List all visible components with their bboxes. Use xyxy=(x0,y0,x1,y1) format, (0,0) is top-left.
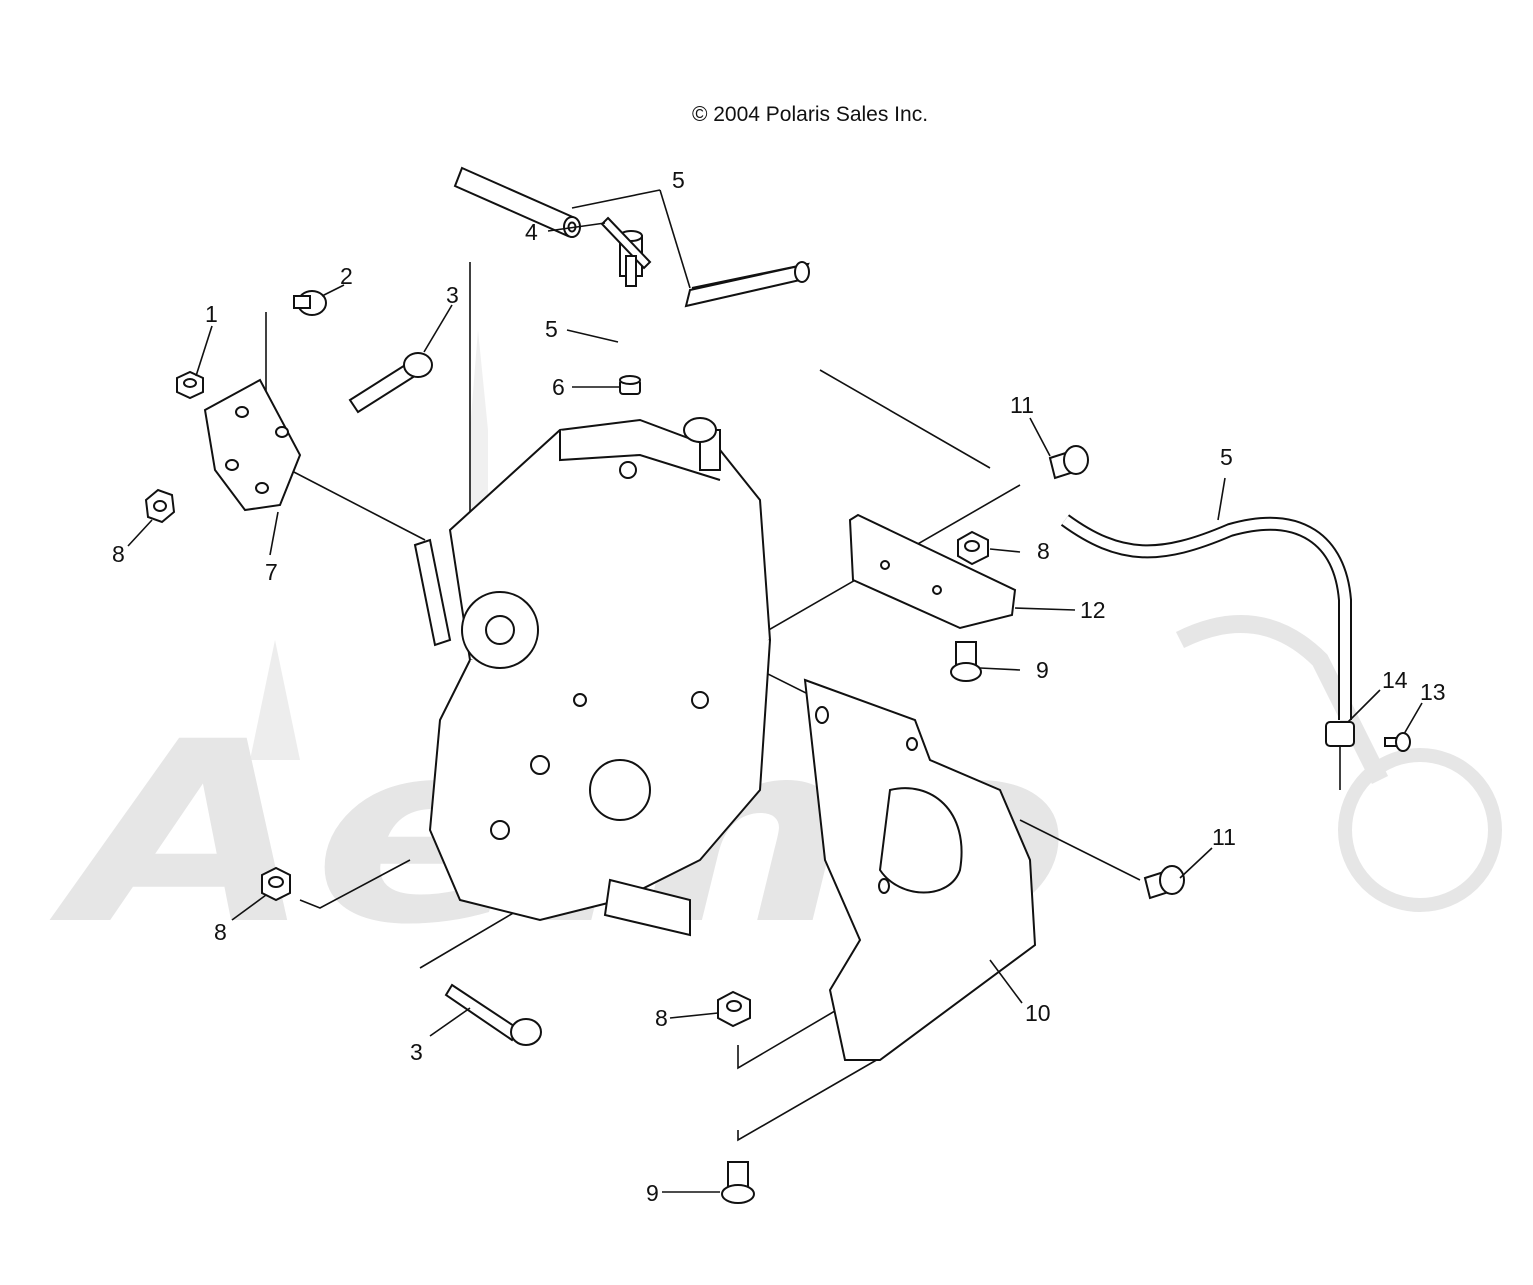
nut-8-bottom xyxy=(717,990,751,1028)
bolt-11-bottom xyxy=(1143,865,1185,900)
screw-13 xyxy=(1384,732,1411,752)
bolt-9-top xyxy=(950,641,982,682)
cap-6 xyxy=(619,375,641,395)
callout-8-mid: 8 xyxy=(214,919,227,945)
nut-8-right xyxy=(957,530,989,566)
callout-labels: 1 2 3 3 4 5 5 5 6 7 8 8 8 8 9 9 10 11 11… xyxy=(112,167,1446,1206)
bolt-9-bottom xyxy=(721,1161,755,1204)
gearcase-assembly xyxy=(413,417,772,937)
callout-12: 12 xyxy=(1080,597,1106,623)
callout-6: 6 xyxy=(552,374,565,400)
callout-8-left: 8 xyxy=(112,541,125,567)
callout-10: 10 xyxy=(1025,1000,1051,1026)
callout-9-top: 9 xyxy=(1036,657,1049,683)
callout-1: 1 xyxy=(205,301,218,327)
clamp-14 xyxy=(1325,721,1355,747)
callout-8-right: 8 xyxy=(1037,538,1050,564)
callout-5-short: 5 xyxy=(545,316,558,342)
pin-2 xyxy=(293,290,327,316)
callout-11-bottom: 11 xyxy=(1212,824,1236,850)
nut-1 xyxy=(176,370,204,400)
callout-4: 4 xyxy=(525,219,538,245)
bolt-3-bottom xyxy=(444,983,542,1046)
copyright-text: © 2004 Polaris Sales Inc. xyxy=(691,103,929,126)
hose-5-right xyxy=(684,261,810,308)
callout-2: 2 xyxy=(340,263,353,289)
bolt-11-top xyxy=(1048,445,1089,480)
callout-3-top: 3 xyxy=(446,282,459,308)
bolt-3-top xyxy=(348,352,433,414)
callout-8-bottom: 8 xyxy=(655,1005,668,1031)
callout-leaders xyxy=(127,189,1423,1193)
callout-13: 13 xyxy=(1420,679,1446,705)
tee-fitting-4 xyxy=(600,216,652,287)
bracket-12 xyxy=(848,513,1017,630)
bracket-7 xyxy=(203,378,302,512)
nut-8-mid xyxy=(261,866,291,902)
callout-9-bottom: 9 xyxy=(646,1180,659,1206)
guard-plate-10 xyxy=(803,678,1037,1061)
nut-8-left xyxy=(144,488,176,524)
callout-11-top: 11 xyxy=(1010,392,1034,418)
callout-3-bottom: 3 xyxy=(410,1039,423,1065)
callout-5-top: 5 xyxy=(672,167,685,193)
callout-5-long: 5 xyxy=(1220,444,1233,470)
hose-5-long xyxy=(1060,514,1352,720)
callout-7: 7 xyxy=(265,559,278,585)
callout-14: 14 xyxy=(1382,667,1408,693)
hose-5-top xyxy=(453,166,581,238)
